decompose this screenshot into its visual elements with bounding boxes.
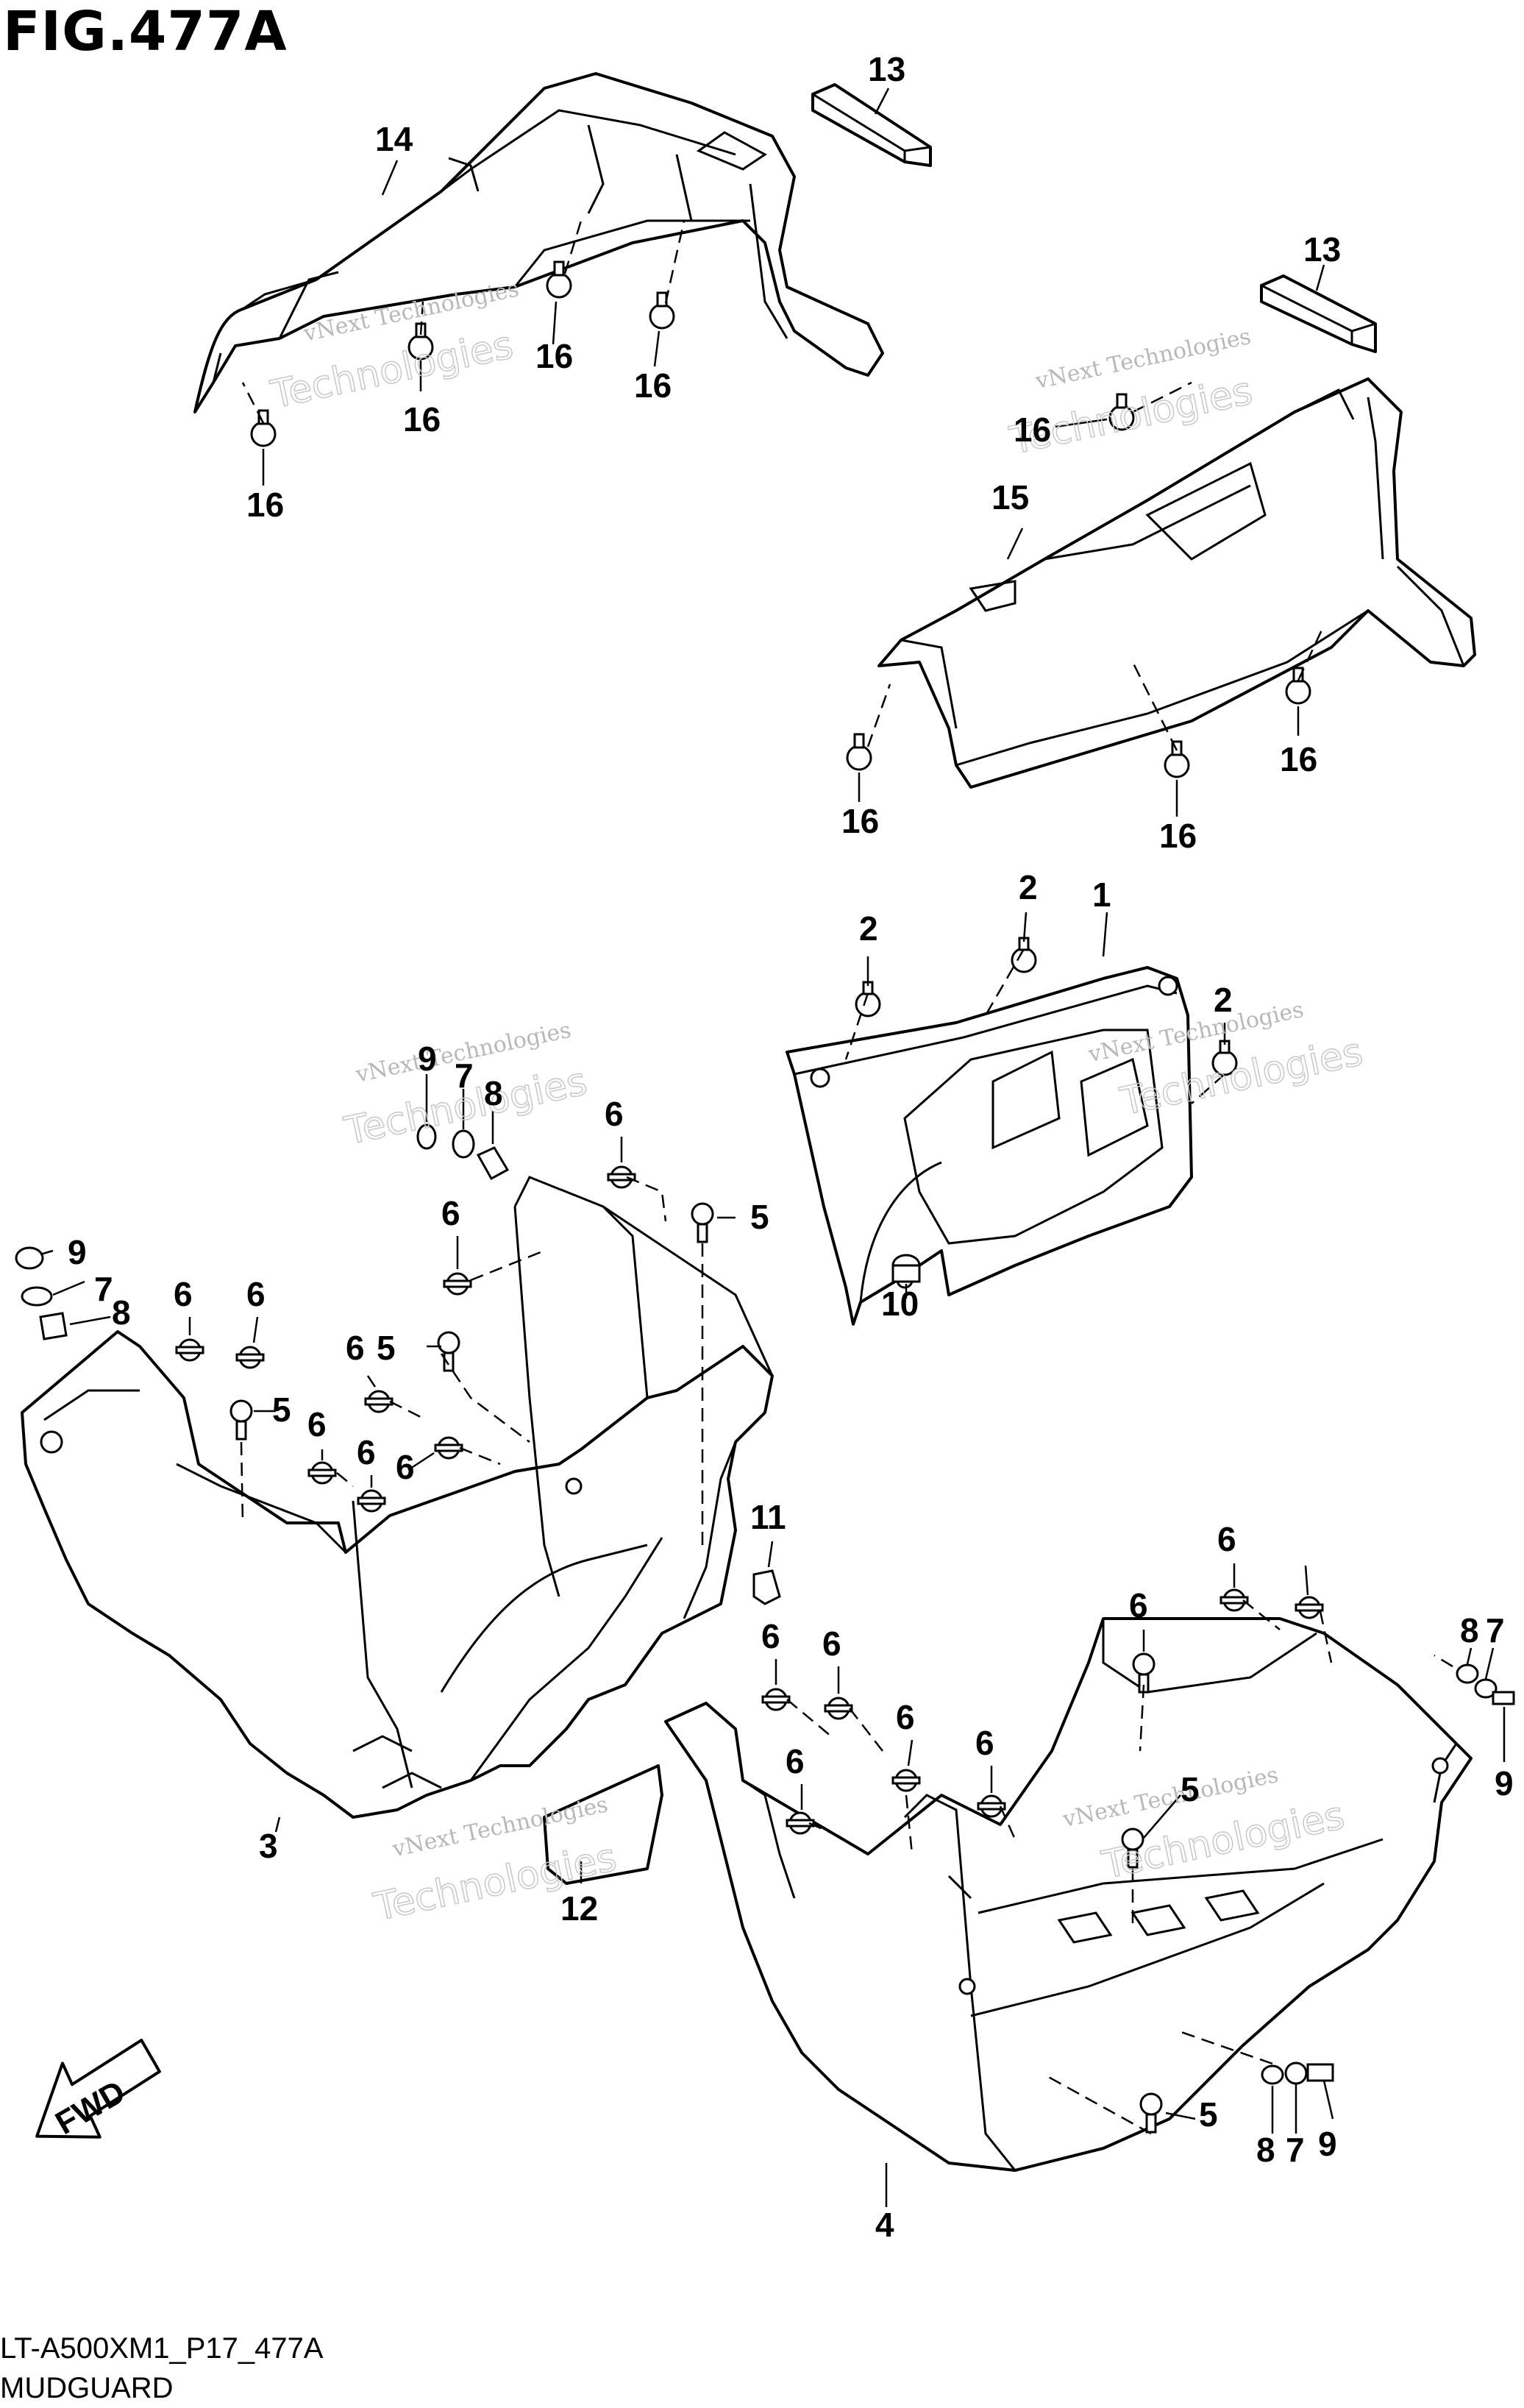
callout-6: 6 <box>246 1275 266 1313</box>
part-3-front-mudguard <box>21 1176 774 1819</box>
callout-5: 5 <box>1199 2095 1218 2134</box>
callout-6: 6 <box>346 1329 365 1367</box>
part-14-front-fender <box>193 72 884 413</box>
callout-16: 16 <box>634 366 672 405</box>
callout-4: 4 <box>875 2206 894 2244</box>
callout-16: 16 <box>1280 740 1317 778</box>
callout-2: 2 <box>1214 981 1233 1019</box>
callout-13: 13 <box>1303 230 1341 269</box>
part-12-patch <box>543 1764 663 1885</box>
callout-16: 16 <box>246 486 284 524</box>
callout-8: 8 <box>1256 2131 1275 2169</box>
callout-16: 16 <box>403 400 441 438</box>
callout-15: 15 <box>991 478 1029 516</box>
callout-8: 8 <box>1460 1611 1479 1649</box>
callout-3: 3 <box>259 1827 278 1865</box>
callouts: 13 13 14 15 16 16 16 16 16 16 16 16 1 2 … <box>68 50 1514 2244</box>
callout-7: 7 <box>94 1270 113 1308</box>
callout-9: 9 <box>1318 2125 1337 2163</box>
callout-6: 6 <box>822 1624 841 1663</box>
part-11-pad <box>752 1569 781 1605</box>
callout-6: 6 <box>174 1275 193 1313</box>
callout-12: 12 <box>560 1889 598 1928</box>
callout-6: 6 <box>307 1405 327 1443</box>
part-4-floorboard <box>664 1617 1473 2172</box>
callout-6: 6 <box>396 1448 415 1486</box>
bolt-6-5-group <box>175 1165 1324 2134</box>
callout-8: 8 <box>112 1293 131 1332</box>
callout-7: 7 <box>455 1056 474 1095</box>
callout-1: 1 <box>1092 876 1111 914</box>
callout-5: 5 <box>377 1329 396 1367</box>
callout-6: 6 <box>786 1742 805 1780</box>
leader-lines <box>40 88 1506 2207</box>
callout-10: 10 <box>881 1285 919 1323</box>
callout-11: 11 <box>750 1498 786 1536</box>
figure-code: LT-A500XM1_P17_477A <box>0 2332 324 2365</box>
callout-9: 9 <box>1495 1764 1514 1803</box>
callout-9: 9 <box>68 1233 87 1271</box>
clip-16-group <box>250 260 1311 778</box>
callout-16: 16 <box>841 802 879 840</box>
callout-16: 16 <box>1014 411 1051 449</box>
part-13-strip-lower <box>1260 274 1377 353</box>
callout-5: 5 <box>1181 1770 1200 1808</box>
callout-16: 16 <box>535 337 573 375</box>
callout-6: 6 <box>605 1095 624 1133</box>
callout-8: 8 <box>484 1074 503 1112</box>
callout-7: 7 <box>1486 1611 1505 1649</box>
callout-6: 6 <box>1129 1586 1148 1624</box>
callout-14: 14 <box>375 120 413 158</box>
callout-5: 5 <box>750 1198 769 1236</box>
callout-13: 13 <box>868 50 905 88</box>
callout-6: 6 <box>1217 1520 1236 1558</box>
callout-6: 6 <box>975 1724 994 1762</box>
callout-6: 6 <box>441 1194 460 1232</box>
callout-9: 9 <box>418 1040 437 1078</box>
callout-7: 7 <box>1286 2131 1305 2169</box>
part-10-grommet <box>891 1254 921 1283</box>
dashed-guides <box>240 220 1453 2135</box>
callout-5: 5 <box>272 1391 291 1429</box>
part-1-center-panel <box>786 966 1193 1326</box>
washer-collar-group <box>15 1123 1515 2085</box>
part-15-rear-fender <box>877 377 1476 789</box>
figure-name: MUDGUARD <box>0 2372 174 2404</box>
fwd-arrow: FWD <box>35 2039 161 2142</box>
callout-16: 16 <box>1159 817 1197 855</box>
callout-6: 6 <box>357 1433 376 1471</box>
screw-2-group <box>855 937 1238 1076</box>
callout-2: 2 <box>1019 868 1038 906</box>
callout-6: 6 <box>761 1617 780 1655</box>
part-13-strip-upper <box>811 83 932 167</box>
callout-2: 2 <box>859 909 878 948</box>
figure-title: FIG.477A <box>3 0 288 63</box>
callout-6: 6 <box>896 1698 915 1736</box>
